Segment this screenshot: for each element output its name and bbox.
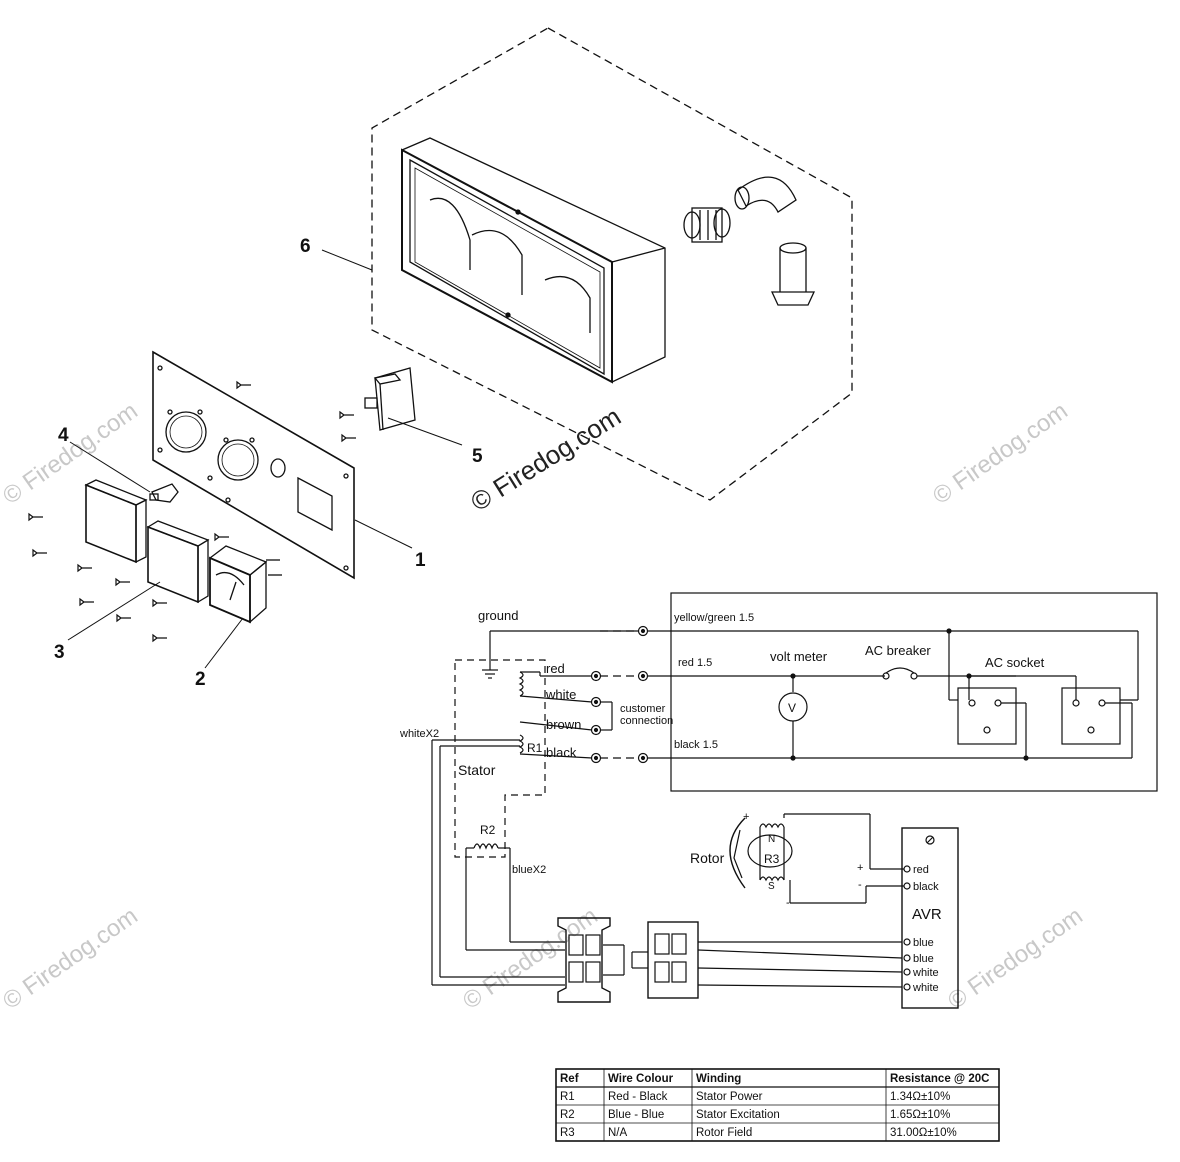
front-panel [152, 350, 355, 580]
table-cell: Rotor Field [696, 1127, 752, 1139]
label-avr-minus: - [858, 879, 862, 891]
label-brown: brown [546, 717, 581, 732]
connector-left [557, 917, 611, 1003]
table-header-winding: Winding [696, 1073, 741, 1085]
label-rotor-plus: + [743, 811, 749, 823]
label-black: black [546, 745, 577, 760]
callout-leaders [67, 249, 463, 669]
label-stator: Stator [458, 762, 496, 778]
avr-module [901, 827, 959, 1009]
table-header-resistance: Resistance @ 20C [890, 1073, 989, 1085]
label-rotor-minus: - [786, 897, 790, 909]
label-black-out: black 1.5 [674, 739, 718, 751]
avr-terminal-label: white [912, 967, 939, 979]
elbow-fitting [734, 176, 797, 213]
table-cell: 1.34Ω±10% [890, 1091, 950, 1103]
watermark: © Firedog.com [943, 902, 1088, 1015]
label-red: red [546, 661, 565, 676]
avr-terminal-label: blue [913, 937, 934, 949]
table-cell: Blue - Blue [608, 1109, 664, 1121]
cover-pad-upper [84, 479, 148, 564]
table-cell: Stator Excitation [696, 1109, 780, 1121]
table-cell: N/A [608, 1127, 628, 1139]
cable-gland [683, 207, 731, 243]
label-avr: AVR [912, 906, 942, 923]
label-whitex2: whiteX2 [399, 728, 439, 740]
table-cell: Red - Black [608, 1091, 668, 1103]
avr-terminal-label: blue [913, 953, 934, 965]
callout-5: 5 [472, 446, 483, 467]
assembly-boundary [371, 27, 853, 501]
label-customer: customer [620, 703, 666, 715]
callout-numbers: 6 5 1 4 3 2 [54, 236, 483, 690]
cover-pad-lower [146, 520, 210, 604]
terminals [590, 625, 649, 764]
wiring-diagram [431, 592, 1158, 1009]
label-r3: R3 [764, 852, 780, 866]
meter-part [208, 545, 282, 624]
callout-2: 2 [195, 669, 206, 690]
screws [28, 380, 356, 643]
connector-right [647, 921, 699, 999]
table-cell: 1.65Ω±10% [890, 1109, 950, 1121]
label-pole-n: N [768, 834, 775, 845]
callout-3: 3 [54, 642, 65, 663]
watermark: © Firedog.com [0, 397, 143, 510]
label-ac-socket: AC socket [985, 655, 1045, 670]
label-pole-s: S [768, 881, 775, 892]
watermark: © Firedog.com [458, 902, 603, 1015]
label-volt-meter: volt meter [770, 649, 828, 664]
label-meter-symbol: V [788, 701, 796, 715]
avr-terminal-label: white [912, 982, 939, 994]
fuse-holder-part [149, 483, 179, 503]
table-cell: R1 [560, 1091, 575, 1103]
table-cell: 31.00Ω±10% [890, 1127, 957, 1139]
label-ground: ground [478, 608, 518, 623]
callout-1: 1 [415, 550, 426, 571]
control-box-housing [401, 137, 666, 384]
avr-terminal-label: black [913, 881, 939, 893]
table-cell: R2 [560, 1109, 575, 1121]
label-bluex2: blueX2 [512, 864, 546, 876]
wiring-labels: ground yellow/green 1.5 red 1.5 volt met… [399, 608, 1045, 994]
label-avr-plus: + [857, 862, 863, 874]
label-white: white [545, 687, 576, 702]
breaker-part [364, 367, 416, 431]
table-cell: R3 [560, 1127, 575, 1139]
table-header-ref: Ref [560, 1073, 579, 1085]
label-ac-breaker: AC breaker [865, 643, 931, 658]
label-red-out: red 1.5 [678, 657, 712, 669]
cable-tube [770, 242, 816, 306]
label-yellow-green: yellow/green 1.5 [674, 612, 754, 624]
watermark-center: © Firedog.com [465, 401, 626, 517]
stator-outline [454, 659, 546, 858]
control-box-outline [670, 592, 1158, 792]
label-rotor: Rotor [690, 850, 725, 866]
callout-6: 6 [300, 236, 311, 257]
resistance-table: Ref Wire Colour Winding Resistance @ 20C… [555, 1068, 1000, 1142]
watermark: © Firedog.com [0, 902, 143, 1015]
label-r1: R1 [527, 741, 543, 755]
avr-terminal-label: red [913, 864, 929, 876]
watermark: © Firedog.com [928, 397, 1073, 510]
label-r2: R2 [480, 823, 496, 837]
table-cell: Stator Power [696, 1091, 763, 1103]
callout-4: 4 [58, 425, 69, 446]
exploded-parts-view [28, 27, 853, 669]
label-connection: connection [620, 715, 673, 727]
table-header-wire: Wire Colour [608, 1073, 674, 1085]
